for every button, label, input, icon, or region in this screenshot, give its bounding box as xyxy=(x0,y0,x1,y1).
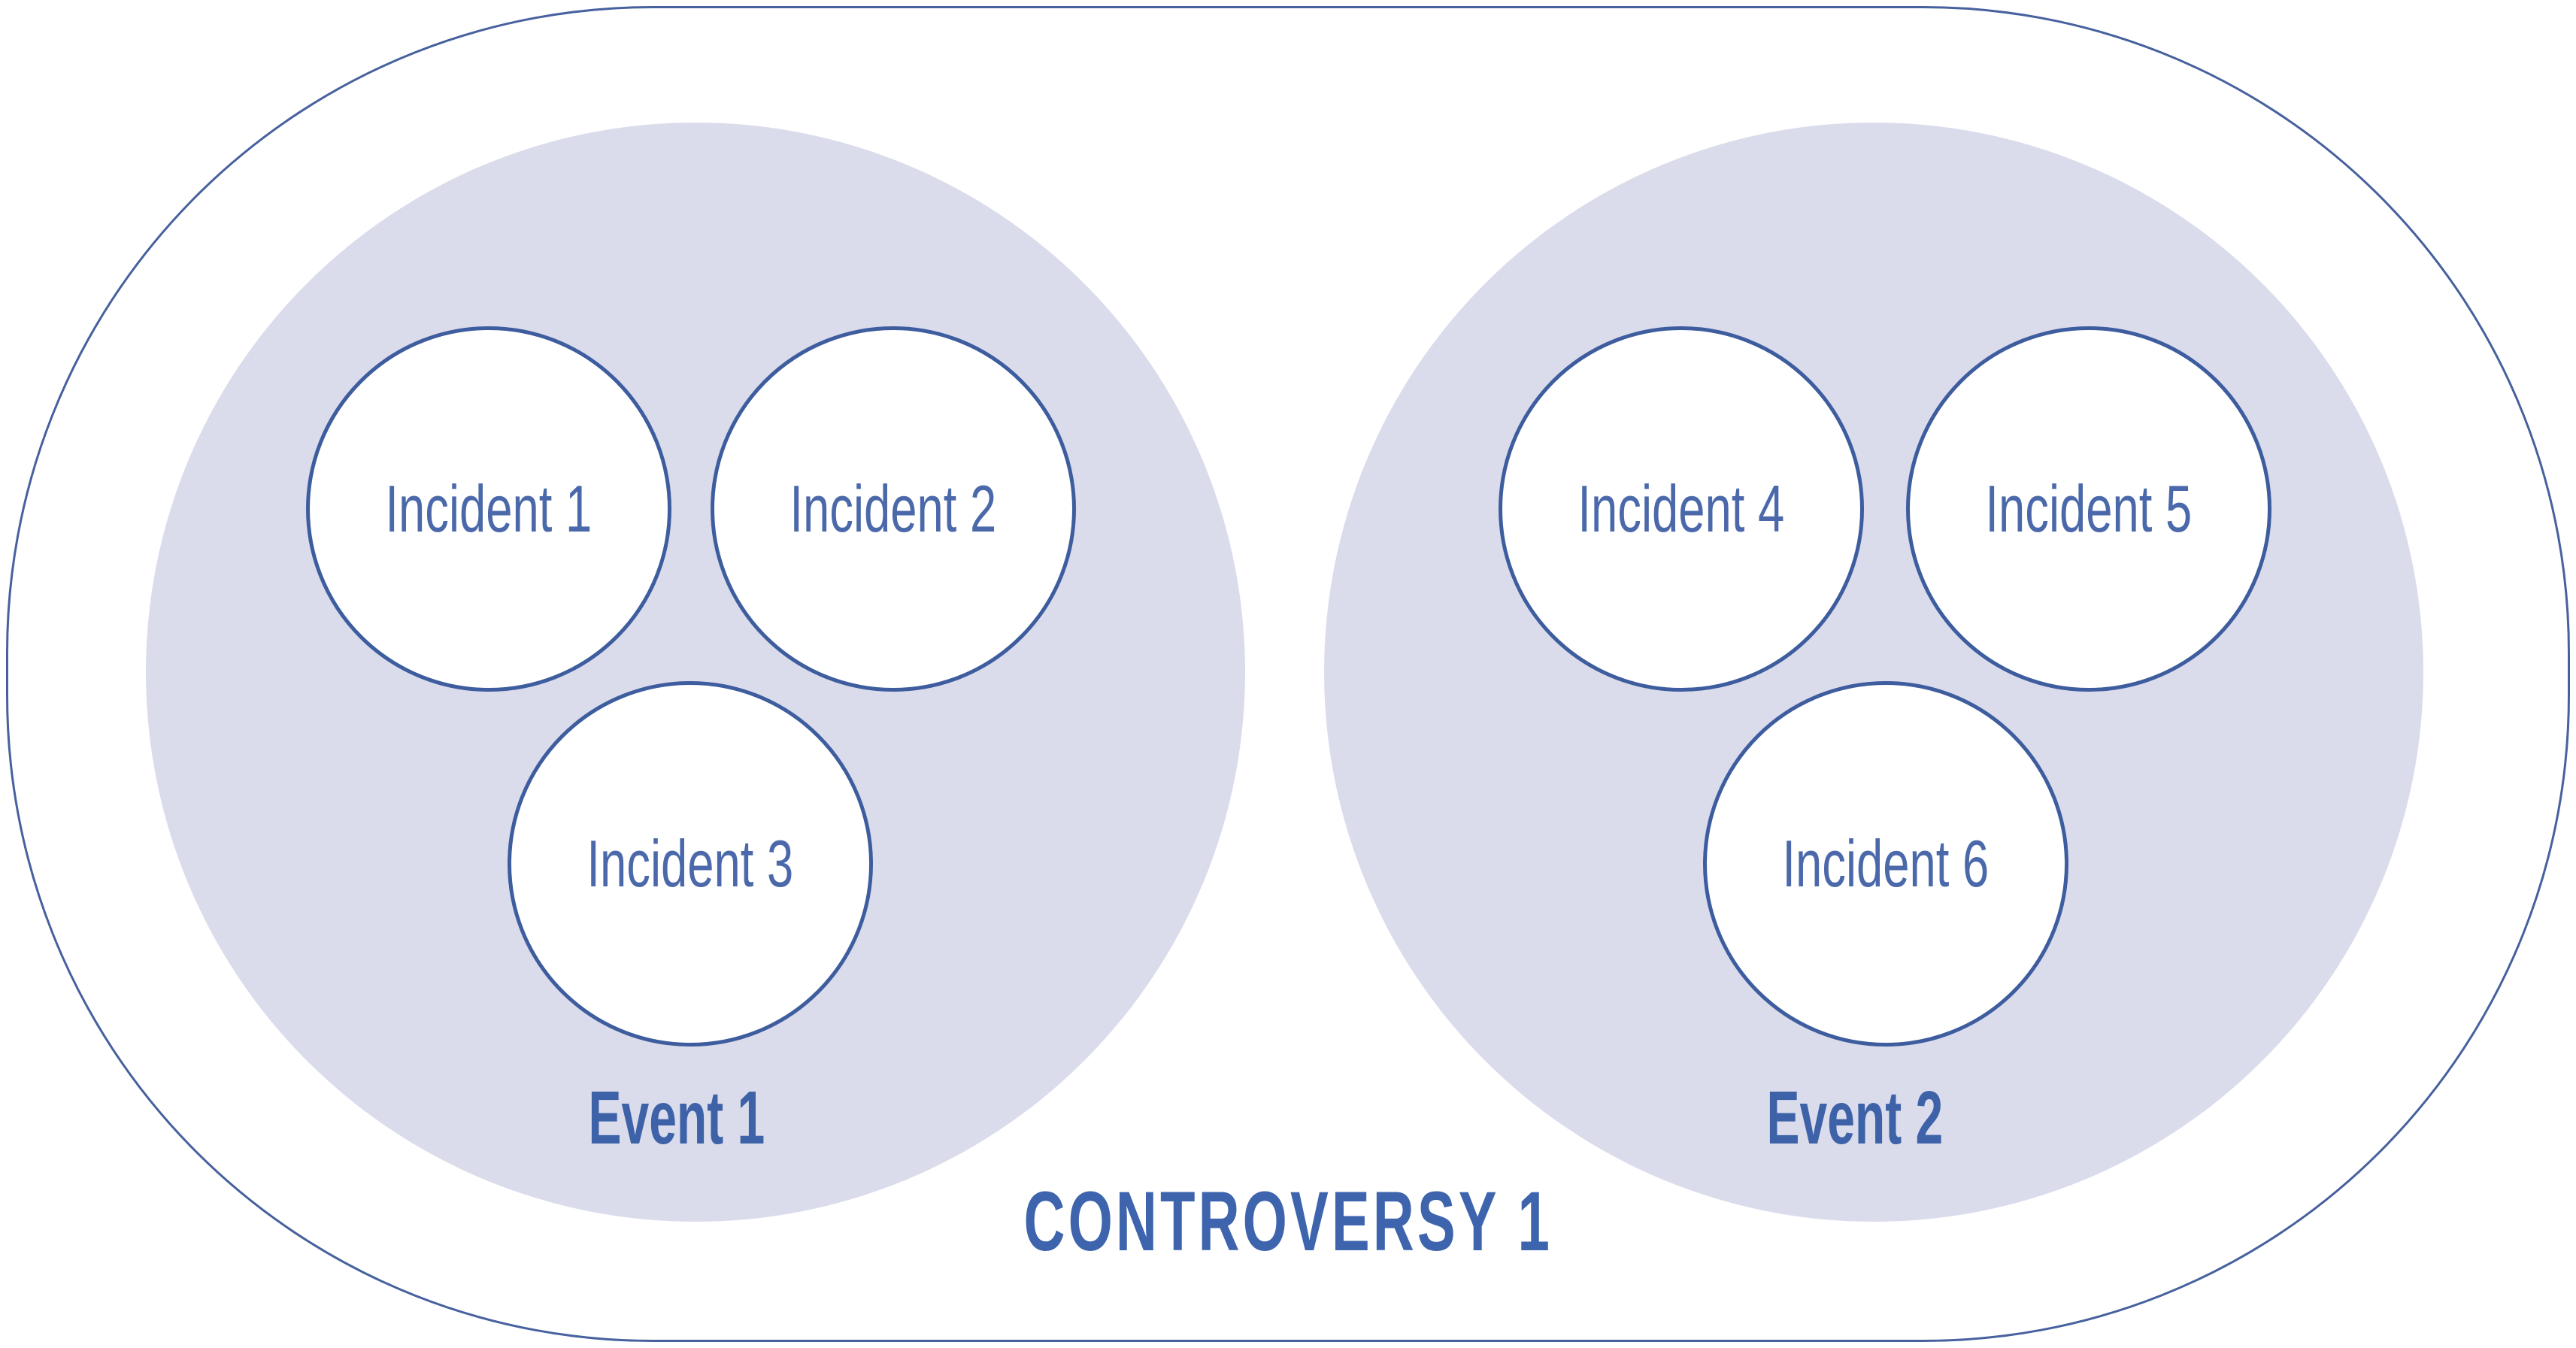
event-1-label: Event 1 xyxy=(376,1080,977,1156)
incident-2-circle: Incident 2 xyxy=(711,326,1076,692)
event-2-label: Event 2 xyxy=(1554,1080,2156,1156)
incident-6-circle: Incident 6 xyxy=(1703,681,2068,1047)
incident-5-label: Incident 5 xyxy=(1985,471,2193,546)
controversy-boundary xyxy=(6,6,2570,1342)
incident-4-circle: Incident 4 xyxy=(1499,326,1864,692)
incident-3-circle: Incident 3 xyxy=(508,681,873,1047)
incident-3-label: Incident 3 xyxy=(586,826,794,901)
incident-1-label: Incident 1 xyxy=(385,471,592,546)
incident-6-label: Incident 6 xyxy=(1782,826,1990,901)
incident-4-label: Incident 4 xyxy=(1577,471,1785,546)
event-1-label-text: Event 1 xyxy=(588,1076,765,1160)
incident-1-circle: Incident 1 xyxy=(306,326,671,692)
controversy-1-title: CONTROVERSY 1 xyxy=(0,1180,2576,1264)
incident-5-circle: Incident 5 xyxy=(1906,326,2271,692)
event-2-circle xyxy=(1324,123,2423,1222)
event-1-circle xyxy=(146,123,1245,1222)
incident-2-label: Incident 2 xyxy=(789,471,997,546)
controversy-1-title-text: CONTROVERSY 1 xyxy=(1023,1174,1553,1268)
event-2-label-text: Event 2 xyxy=(1766,1076,1944,1160)
